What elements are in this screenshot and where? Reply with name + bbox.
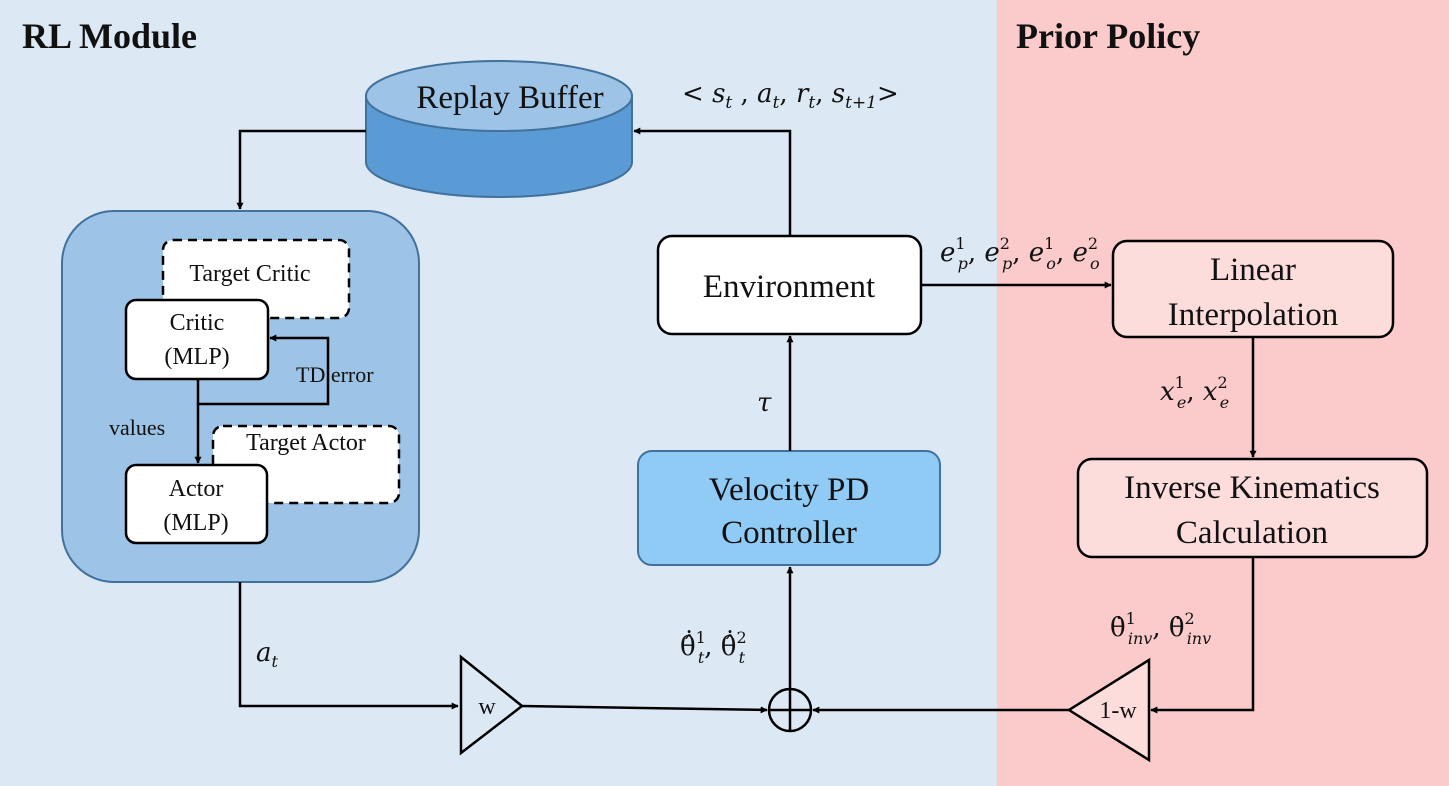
linear-interp-label-line2: Interpolation	[1168, 297, 1338, 333]
gain-1mw-label: 1-w	[1099, 698, 1137, 724]
actor-label-line2: (MLP)	[163, 510, 228, 536]
td-error-arrow	[196, 334, 330, 406]
inverse-kin-label-line1: Inverse Kinematics	[1124, 470, 1380, 506]
values-label: values	[109, 415, 165, 440]
target-actor-label: Target Actor	[246, 430, 366, 456]
linear-interp-label-line1: Linear	[1210, 252, 1296, 288]
critic-label-line1: Critic	[170, 310, 225, 336]
actor-box	[124, 463, 269, 545]
prior-policy-region	[997, 0, 1449, 786]
environment-label: Environment	[703, 269, 875, 305]
gain-1mw-triangle	[1066, 657, 1151, 763]
td-error-label: TD error	[296, 362, 374, 387]
velocity-pd-label-line1: Velocity PD	[709, 472, 869, 508]
replay-buffer: Replay Buffer	[365, 60, 633, 198]
prior-policy-title: Prior Policy	[1016, 16, 1200, 56]
env-to-buffer-arrow	[633, 127, 792, 236]
ik-to-gain-arrow	[1150, 557, 1255, 714]
inverse-kin-label-line2: Calculation	[1176, 515, 1328, 551]
replay-buffer-label: Replay Buffer	[416, 80, 603, 116]
transition-label: < st , at, rt, st+1>	[682, 79, 899, 113]
tau-label: τ	[757, 388, 772, 418]
a-t-label: at	[256, 638, 279, 671]
gain-w-to-sum-arrow	[521, 704, 768, 714]
critic-label-line2: (MLP)	[164, 344, 229, 370]
velocity-pd-label-line2: Controller	[721, 515, 857, 551]
target-critic-label: Target Critic	[189, 261, 310, 287]
summation-junction	[767, 687, 813, 733]
buffer-to-agent-arrow	[236, 129, 366, 210]
rl-module-title: RL Module	[22, 16, 197, 56]
gain-w-triangle	[459, 654, 525, 756]
agent-to-gain-arrow	[238, 582, 459, 710]
gain-w-label: w	[478, 694, 496, 720]
actor-label-line1: Actor	[169, 476, 224, 502]
